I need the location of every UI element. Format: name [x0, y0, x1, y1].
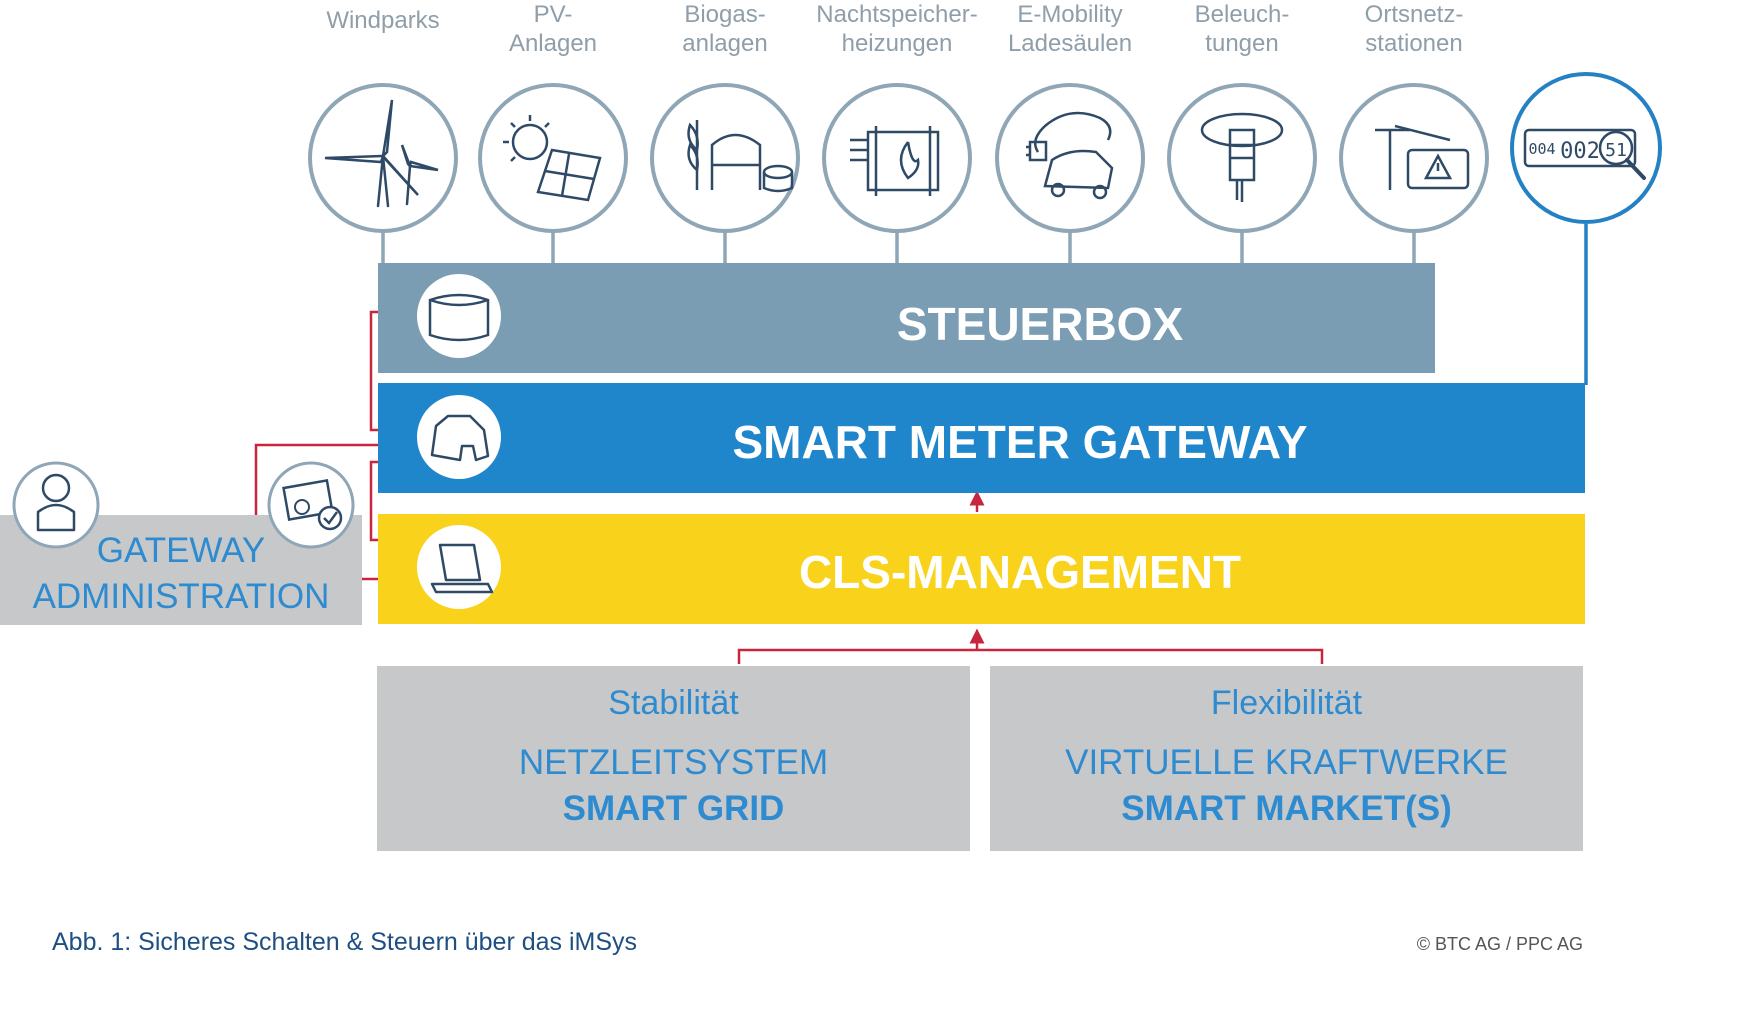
substation-icon	[1339, 83, 1489, 233]
wind-turbine-icon	[308, 83, 458, 233]
category-label-beleuchtungen: Beleuch- tungen	[1194, 1, 1290, 57]
smart-market-box-text: Flexibilität VIRTUELLE KRAFTWERKE SMART …	[990, 682, 1583, 832]
night-storage-heater-icon	[822, 83, 972, 233]
category-label-windparks: Windparks	[326, 7, 440, 34]
steuerbox-bar	[378, 263, 1435, 373]
biogas-plant-icon	[650, 83, 800, 233]
cls-management-bar	[378, 514, 1585, 624]
street-light-icon	[1167, 83, 1317, 233]
stabilitaet-heading: Stabilität	[608, 684, 739, 722]
category-label-ortsnetz: Ortsnetz- stationen	[1364, 1, 1464, 57]
category-label-biogas: Biogas- anlagen	[682, 1, 768, 57]
cls-management-label: CLS-MANAGEMENT	[798, 546, 1242, 598]
boxes-to-cls-arrow	[737, 628, 1324, 664]
flexibilitaet-heading: Flexibilität	[1210, 684, 1363, 722]
smart-markets-label: SMART MARKET(S)	[1121, 789, 1452, 828]
icon-connectors	[381, 232, 1416, 265]
steuerbox-label: STEUERBOX	[896, 298, 1184, 350]
figure-caption: Abb. 1: Sicheres Schalten & Steuern über…	[52, 928, 638, 956]
certificate-icon	[267, 461, 355, 549]
laptop-icon	[417, 525, 501, 609]
smart-grid-box	[377, 666, 970, 851]
meter-reading-right: 51	[1605, 140, 1627, 161]
ev-charger-icon	[995, 83, 1145, 233]
smart-grid-box-text: Stabilität NETZLEITSYSTEM SMART GRID	[377, 682, 970, 832]
smart-meter-display-icon: 004 002 51	[1510, 72, 1662, 224]
netzleitsystem-label: NETZLEITSYSTEM	[518, 743, 829, 782]
gateway-administration-label: GATEWAY ADMINISTRATION	[32, 531, 330, 616]
smart-grid-label: SMART GRID	[562, 789, 785, 828]
smart-market-box	[990, 666, 1583, 851]
person-icon	[12, 461, 100, 549]
category-label-nachtspeicher: Nachtspeicher- heizungen	[816, 1, 978, 57]
smart-meter-gateway-bar	[378, 383, 1585, 493]
admin-connectors	[254, 310, 378, 581]
box-icon	[417, 274, 501, 358]
category-label-pv: PV- Anlagen	[508, 1, 598, 57]
smart-meter-gateway-label: SMART METER GATEWAY	[732, 416, 1308, 468]
meter-reading-mid: 002	[1560, 139, 1600, 164]
meter-reading-left: 004	[1528, 140, 1555, 158]
solar-panel-icon	[478, 83, 628, 233]
gateway-device-icon	[417, 395, 501, 479]
category-label-emobility: E-Mobility Ladesäulen	[1007, 1, 1133, 57]
copyright-note: © BTC AG / PPC AG	[1416, 934, 1583, 954]
virtuelle-kraftwerke-label: VIRTUELLE KRAFTWERKE	[1065, 743, 1508, 782]
